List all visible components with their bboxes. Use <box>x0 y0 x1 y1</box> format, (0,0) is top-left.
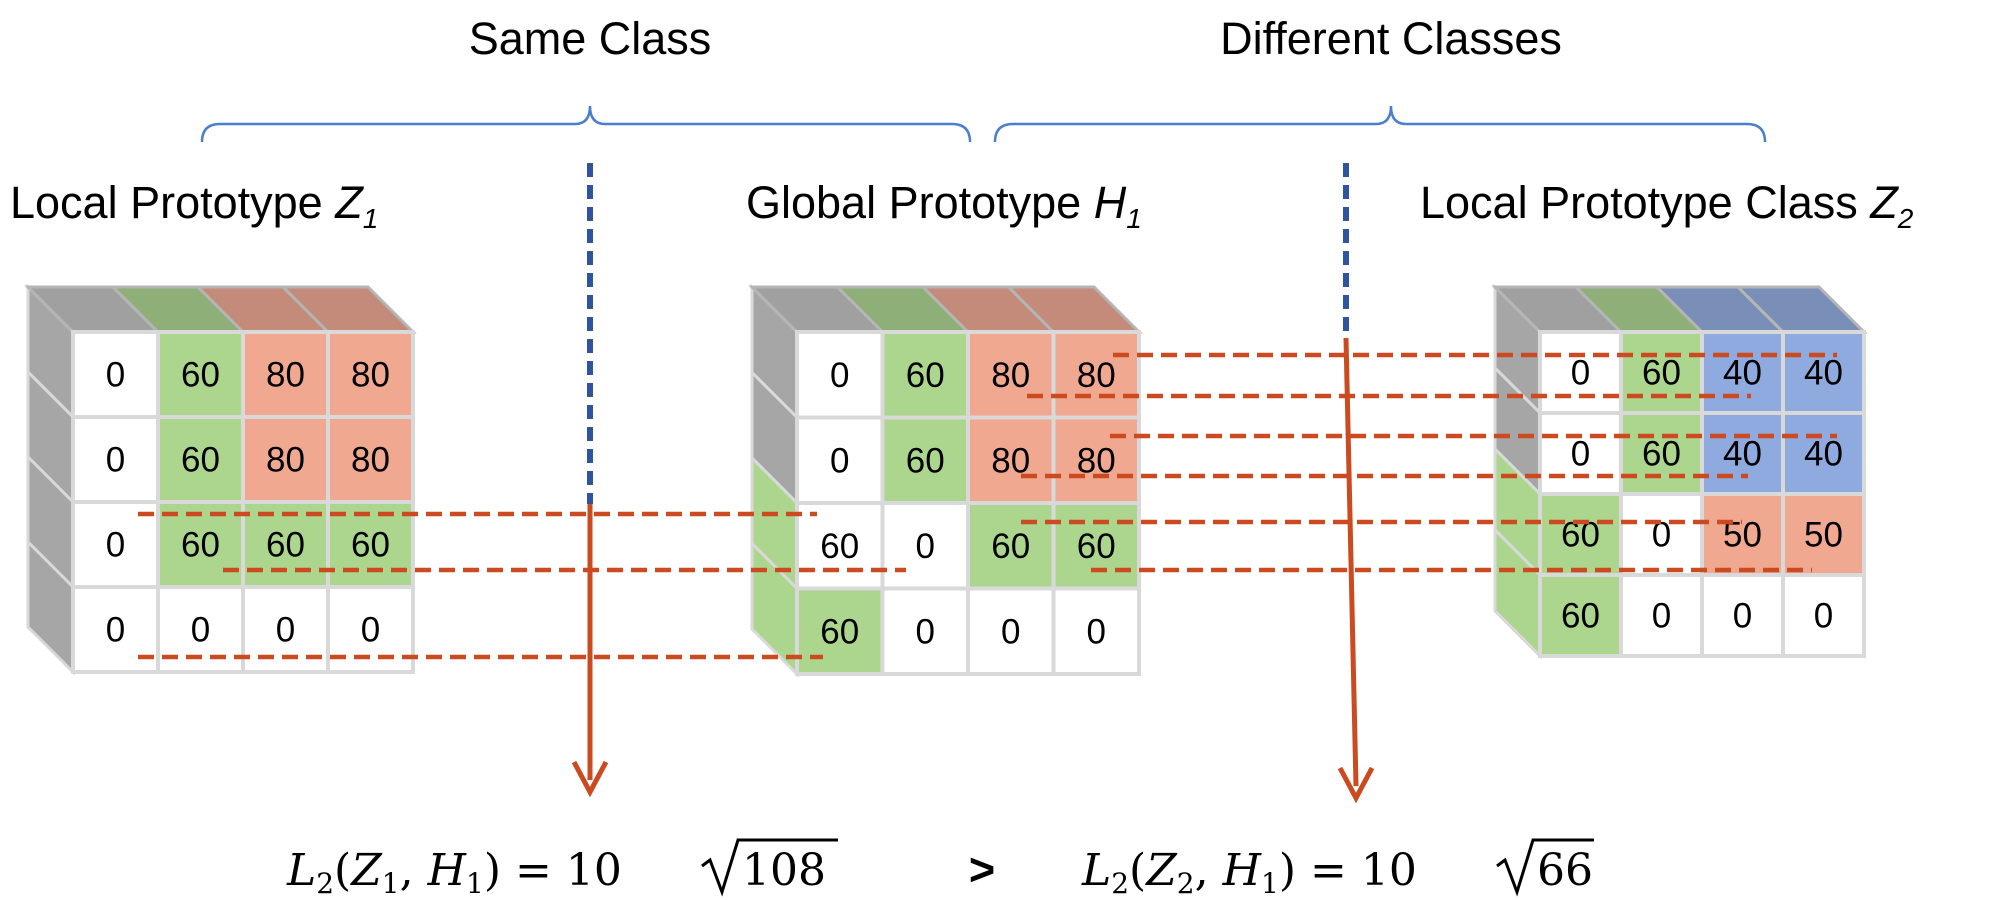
svg-text:L2(Z1, H1) = 10: L2(Z1, H1) = 10 <box>286 845 622 900</box>
cube-cell <box>880 330 970 420</box>
cube-cell <box>1051 586 1141 676</box>
difference-dashed-lines <box>138 352 1837 660</box>
cell-value: 60 <box>820 612 859 651</box>
cell-value: 60 <box>820 527 859 566</box>
label-local-prototype-z1: Local Prototype Z1 <box>10 177 378 234</box>
cube-cell <box>71 415 160 504</box>
cell-value: 80 <box>991 356 1030 395</box>
cell-value: 0 <box>830 356 849 395</box>
same-class-arrow <box>571 504 609 798</box>
cell-value: 60 <box>1077 527 1116 566</box>
cell-value: 40 <box>1723 435 1762 474</box>
cube-cell <box>795 586 885 676</box>
cell-value: 0 <box>106 611 125 650</box>
cell-value: 60 <box>181 356 220 395</box>
cell-value: 0 <box>1001 612 1020 651</box>
cell-value: 60 <box>906 356 945 395</box>
cell-value: 80 <box>266 441 305 480</box>
arrow-head-icon <box>571 760 609 798</box>
label-local-prototype-class-z2: Local Prototype Class Z2 <box>1420 177 1914 234</box>
cube-cell <box>795 330 885 420</box>
cube-cell <box>326 330 415 419</box>
formula-same-class: L2(Z1, H1) = 10 108 <box>286 838 838 900</box>
cell-value: 60 <box>181 441 220 480</box>
cube-cell <box>880 586 970 676</box>
cell-value: 0 <box>106 526 125 565</box>
cell-value: 60 <box>1642 435 1681 474</box>
cell-value: 0 <box>191 611 210 650</box>
cube-cell <box>966 501 1056 591</box>
cube-cell <box>1051 415 1141 505</box>
cell-value: 60 <box>906 441 945 480</box>
cube-cell <box>966 586 1056 676</box>
same-class-header: Same Class <box>469 13 712 64</box>
cell-value: 0 <box>1733 597 1752 636</box>
sqrt-icon <box>701 838 838 897</box>
formula-different-classes: L2(Z2, H1) = 10 66 <box>1081 838 1594 900</box>
svg-text:L2(Z2, H1) = 10: L2(Z2, H1) = 10 <box>1081 845 1417 900</box>
cell-value: 0 <box>106 441 125 480</box>
cell-value: 40 <box>1723 354 1762 393</box>
different-classes-header: Different Classes <box>1220 13 1562 64</box>
comparison-symbol: > <box>969 844 995 895</box>
cube-cell <box>1538 492 1623 577</box>
different-classes-arrow <box>1337 337 1375 804</box>
cube-cell <box>1619 330 1704 415</box>
cell-value: 0 <box>916 612 935 651</box>
cell-value: 80 <box>1077 356 1116 395</box>
label-global-prototype-h1: Global Prototype H1 <box>746 177 1142 234</box>
cell-value: 40 <box>1804 354 1843 393</box>
cell-value: 0 <box>106 356 125 395</box>
cell-value: 80 <box>351 356 390 395</box>
cell-value: 0 <box>830 441 849 480</box>
cell-value: 60 <box>991 527 1030 566</box>
cell-value: 60 <box>351 526 390 565</box>
cube-cell <box>1781 573 1866 658</box>
cube-cell <box>795 415 885 505</box>
cube-cell <box>880 415 970 505</box>
cell-value: 60 <box>1642 354 1681 393</box>
cell-value: 80 <box>266 356 305 395</box>
cube-local-prototype-z1: 0 60 80 80 0 60 80 80 0 60 60 60 0 0 0 0 <box>24 283 417 676</box>
cell-value: 40 <box>1804 435 1843 474</box>
cell-value: 0 <box>1571 435 1590 474</box>
radicand: 66 <box>1537 845 1593 896</box>
cell-value: 0 <box>276 611 295 650</box>
cell-value: 0 <box>361 611 380 650</box>
cube-cell <box>1700 492 1785 577</box>
cell-value: 60 <box>266 526 305 565</box>
arrow-head-icon <box>1337 766 1375 804</box>
cube-cell <box>241 415 330 504</box>
cell-value: 60 <box>181 526 220 565</box>
cell-value: 0 <box>1652 597 1671 636</box>
cube-cell <box>1619 492 1704 577</box>
cube-cell <box>1781 330 1866 415</box>
cube-cell <box>1051 501 1141 591</box>
same-class-brace <box>200 105 972 143</box>
cell-value: 0 <box>1087 612 1106 651</box>
cell-value: 0 <box>916 527 935 566</box>
cell-value: 50 <box>1804 516 1843 555</box>
cell-value: 0 <box>1571 354 1590 393</box>
cube-cell <box>1619 573 1704 658</box>
sqrt-icon <box>1496 838 1594 897</box>
cell-value: 60 <box>1561 597 1600 636</box>
different-classes-brace <box>993 105 1767 143</box>
cell-value: 80 <box>351 441 390 480</box>
cell-value: 0 <box>1652 516 1671 555</box>
cell-value: 0 <box>1814 597 1833 636</box>
radicand: 108 <box>742 845 826 896</box>
